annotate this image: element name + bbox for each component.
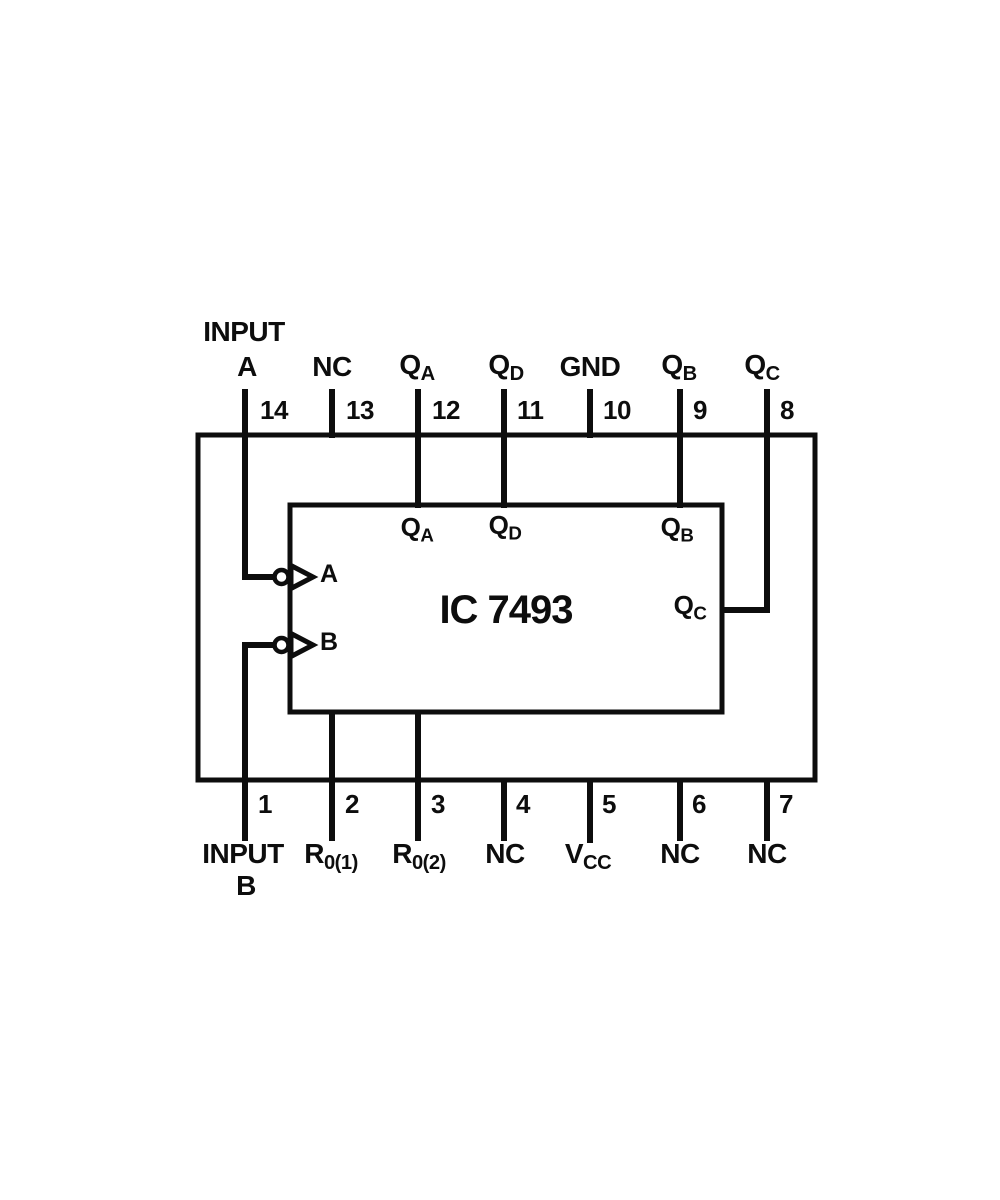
inner-qb-sub: B [680,524,694,546]
inner-qd-sub: D [508,522,522,544]
pin-14-number: 14 [260,395,288,425]
inner-qd-label: QD [489,512,522,543]
pin-13-number: 13 [346,395,374,425]
inner-qb-label: QB [661,514,694,545]
pin-5-label-main: V [564,838,584,869]
pin-3-label-sub: 0(2) [411,852,446,875]
inner-qb-main: Q [660,512,681,542]
pin-3-label-main: R [392,838,412,869]
ic-title: IC 7493 [439,588,573,632]
buffer-a-icon [272,561,319,593]
pin-5-label-sub: CC [583,852,612,875]
pin-12-label-sub: A [420,363,436,386]
pin-1-number: 1 [258,789,272,819]
pin-8-label-main: Q [744,349,766,380]
pin-1-label-line1: INPUT [202,838,284,869]
buffer-a-triangle-icon [288,561,319,593]
buffer-b-icon [272,629,319,661]
buffer-a-bubble-icon [272,567,291,587]
pin-14-wire-input-a [242,389,274,580]
pin-14-label-line1: INPUT [203,316,285,347]
inner-qa-label: QA [401,514,434,545]
pin-2-label-sub: 0(1) [323,852,358,875]
pin-6-label: NC [660,838,700,869]
buffer-b-triangle-icon [288,629,319,661]
buffer-a-label: A [320,560,338,588]
pin-9-label-sub: B [682,363,698,386]
pin-11-label: QD [488,349,525,386]
pin-9-number: 9 [693,395,707,425]
inner-qc-sub: C [693,602,707,624]
pin-11-label-sub: D [509,363,525,386]
pin-10-label: GND [559,351,621,382]
inner-qc-main: Q [673,590,694,620]
pin-12-label-main: Q [399,349,421,380]
pin-13-label: NC [312,351,352,382]
pin-12-number: 12 [432,395,460,425]
pin-6-number: 6 [692,789,706,819]
inner-qd-main: Q [488,510,509,540]
pin-14-label-line2: A [237,351,257,382]
pin-5-number: 5 [602,789,616,819]
pin-7-label: NC [747,838,787,869]
pin-8-label: QC [744,349,781,386]
pin-8-wire-qc [722,389,770,613]
pin-5-label: VCC [564,838,612,875]
pin-1-wire-input-b [242,642,274,841]
pin-3-label: R0(2) [392,838,446,875]
inner-qa-sub: A [420,524,434,546]
pin-1-label-line2: B [236,870,256,901]
pin-9-label: QB [661,349,698,386]
inner-qa-main: Q [400,512,421,542]
pin-4-number: 4 [516,789,530,819]
pin-11-label-main: Q [488,349,510,380]
pin-8-label-sub: C [765,363,781,386]
pin-7-number: 7 [779,789,793,819]
pin-11-number: 11 [517,395,544,425]
pin-4-label: NC [485,838,525,869]
pin-2-label: R0(1) [304,838,358,875]
pin-8-number: 8 [780,395,794,425]
pin-10-number: 10 [603,395,631,425]
pin-3-number: 3 [431,789,445,819]
pin-2-label-main: R [304,838,324,869]
buffer-b-bubble-icon [272,635,291,655]
buffer-b-label: B [320,628,338,656]
inner-qc-label: QC [674,592,707,623]
pin-12-label: QA [399,349,436,386]
pin-2-number: 2 [345,789,359,819]
pin-9-label-main: Q [661,349,683,380]
